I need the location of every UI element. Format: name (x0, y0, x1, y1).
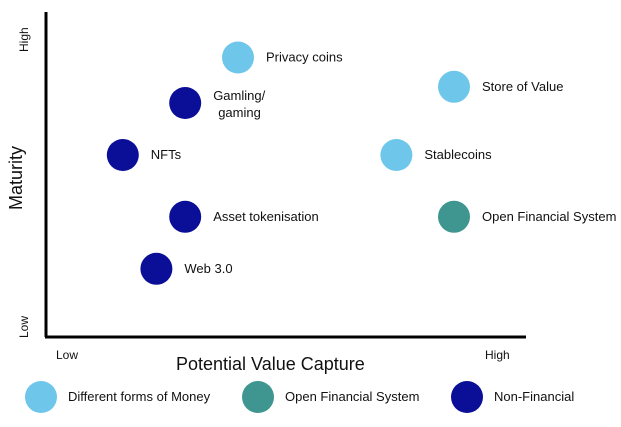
data-point-label-6: Open Financial System (482, 209, 616, 224)
data-point-label-0: Privacy coins (266, 50, 343, 65)
y-axis-title: Maturity (6, 146, 26, 210)
data-point-0 (222, 41, 254, 74)
x-tick-high: High (485, 348, 510, 362)
legend-label-1: Open Financial System (285, 389, 419, 404)
data-point-3 (106, 139, 139, 171)
data-point-5 (169, 200, 202, 233)
data-point-1 (438, 70, 470, 103)
data-point-label-3: NFTs (151, 147, 182, 162)
legend-marker-2 (451, 381, 483, 413)
data-point-label-4: Stablecoins (424, 147, 492, 162)
data-point-4 (380, 139, 413, 171)
data-point-label-5: Asset tokenisation (213, 209, 319, 224)
legend-marker-1 (242, 381, 274, 413)
data-point-label-7: Web 3.0 (184, 261, 232, 276)
data-point-2 (169, 87, 202, 119)
data-point-7 (140, 252, 173, 285)
y-tick-low: Low (17, 316, 31, 338)
data-point-label-1: Store of Value (482, 79, 563, 94)
legend: Different forms of Money Open Financial S… (25, 381, 574, 413)
data-point-label-2: Gamling/gaming (213, 88, 265, 120)
legend-label-2: Non-Financial (494, 389, 574, 404)
y-tick-high: High (17, 27, 31, 52)
legend-label-0: Different forms of Money (68, 389, 211, 404)
data-point-6 (438, 200, 470, 233)
axes (44, 12, 526, 339)
legend-marker-0 (25, 381, 57, 413)
x-axis-title: Potential Value Capture (176, 354, 365, 374)
x-tick-low: Low (56, 348, 78, 362)
